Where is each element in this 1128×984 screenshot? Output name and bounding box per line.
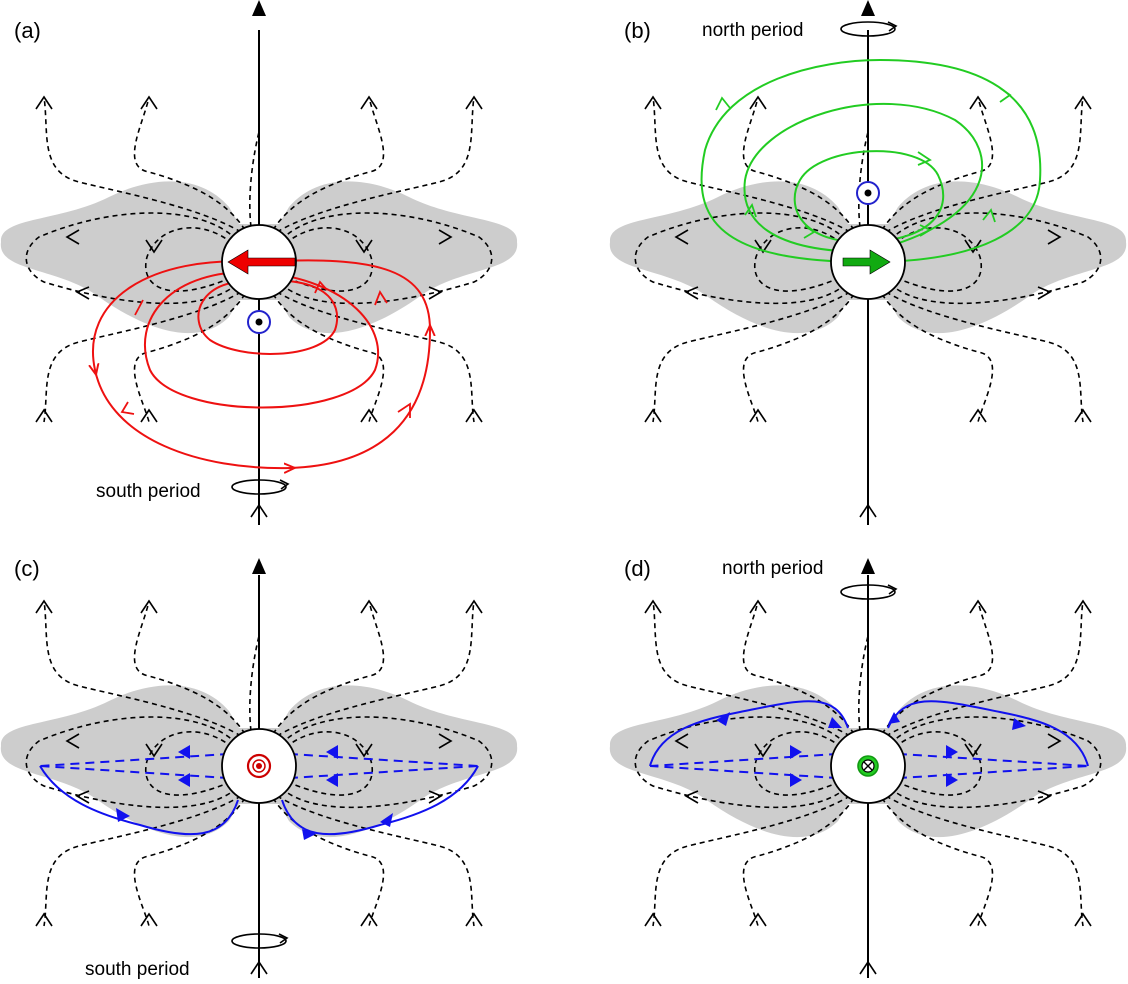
period-label: south period bbox=[85, 959, 190, 980]
blue-field-loops bbox=[39, 751, 479, 836]
red-field-loops bbox=[93, 259, 430, 468]
axis-arrow-icon bbox=[252, 558, 266, 574]
out-of-page-dot-icon bbox=[246, 753, 272, 779]
green-field-loops bbox=[700, 58, 1042, 263]
panel-label: (c) bbox=[14, 556, 40, 581]
axis-arrow-icon bbox=[252, 0, 266, 16]
panel-label: (a) bbox=[14, 18, 41, 43]
panel-b: (b) north period bbox=[610, 0, 1126, 525]
magnetic-moment-arrow-icon bbox=[227, 249, 296, 275]
period-label: north period bbox=[702, 20, 803, 41]
period-label: north period bbox=[722, 558, 823, 579]
blue-field-loops bbox=[649, 700, 1089, 781]
out-of-page-dot-icon bbox=[247, 310, 271, 334]
panel-d: (d) north period bbox=[610, 556, 1126, 978]
panel-label: (b) bbox=[624, 18, 651, 43]
magnetic-moment-arrow-icon bbox=[842, 249, 891, 275]
rotation-arrow-icon bbox=[231, 933, 289, 949]
panel-a: (a) south period bbox=[1, 0, 517, 525]
panel-c: (c) south period bbox=[1, 556, 517, 980]
rotation-arrow-icon bbox=[840, 21, 898, 37]
into-page-cross-icon bbox=[857, 755, 879, 777]
axis-arrow-icon bbox=[861, 0, 875, 16]
rotation-arrow-icon bbox=[231, 479, 290, 495]
axis-arrow-icon bbox=[861, 558, 875, 574]
panel-label: (d) bbox=[624, 556, 651, 581]
rotation-arrow-icon bbox=[840, 584, 898, 600]
period-label: south period bbox=[96, 481, 201, 502]
out-of-page-dot-icon bbox=[856, 181, 880, 205]
